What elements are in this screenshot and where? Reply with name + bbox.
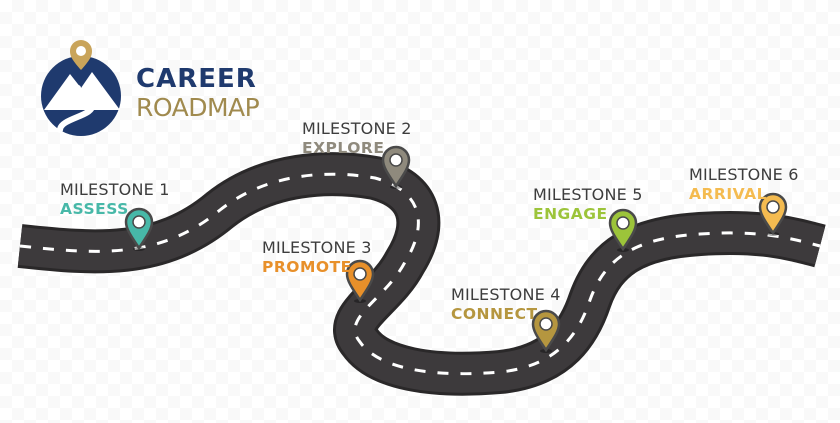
logo-subtitle: ROADMAP	[136, 93, 260, 122]
milestone-2-title: EXPLORE	[302, 139, 385, 157]
milestone-1-title: ASSESS	[60, 200, 129, 218]
emblem-road-curve	[57, 85, 96, 133]
milestone-pin-6	[758, 192, 788, 236]
logo-pin-icon	[70, 40, 92, 70]
milestone-2: MILESTONE 2 EXPLORE	[302, 121, 412, 157]
milestone-5: MILESTONE 5 ENGAGE	[533, 187, 643, 223]
milestone-pin-5	[608, 208, 638, 252]
milestone-1-label: MILESTONE 1	[60, 180, 170, 199]
pin-center	[353, 267, 367, 281]
milestone-pin-4	[531, 309, 561, 353]
pin-center	[616, 216, 630, 230]
logo-title: CAREER	[136, 64, 257, 94]
milestone-6: MILESTONE 6 ARRIVAL	[689, 167, 799, 203]
logo-wordmark: CAREER ROADMAP	[136, 64, 260, 122]
milestone-3-title: PROMOTE	[262, 258, 352, 276]
winding-road	[17, 152, 826, 396]
milestone-4-label: MILESTONE 4	[451, 285, 561, 304]
milestone-4-title: CONNECT	[451, 305, 538, 323]
logo-emblem	[41, 40, 121, 136]
milestone-pin-1	[124, 207, 154, 251]
milestone-6-label: MILESTONE 6	[689, 165, 799, 184]
milestone-pin-3	[345, 259, 375, 303]
milestone-3-label: MILESTONE 3	[262, 238, 372, 257]
pin-center	[539, 317, 553, 331]
milestone-2-label: MILESTONE 2	[302, 119, 412, 138]
mountain-peak	[44, 72, 120, 110]
road-center-line	[19, 172, 821, 376]
pin-center	[766, 200, 780, 214]
milestone-5-label: MILESTONE 5	[533, 185, 643, 204]
pin-center	[389, 153, 403, 167]
pin-center	[132, 215, 146, 229]
milestone-5-title: ENGAGE	[533, 205, 608, 223]
milestone-6-title: ARRIVAL	[689, 185, 767, 203]
milestone-4: MILESTONE 4 CONNECT	[451, 287, 561, 323]
milestone-3: MILESTONE 3 PROMOTE	[262, 240, 372, 276]
milestone-1: MILESTONE 1 ASSESS	[60, 182, 170, 218]
milestone-pin-2	[381, 145, 411, 189]
